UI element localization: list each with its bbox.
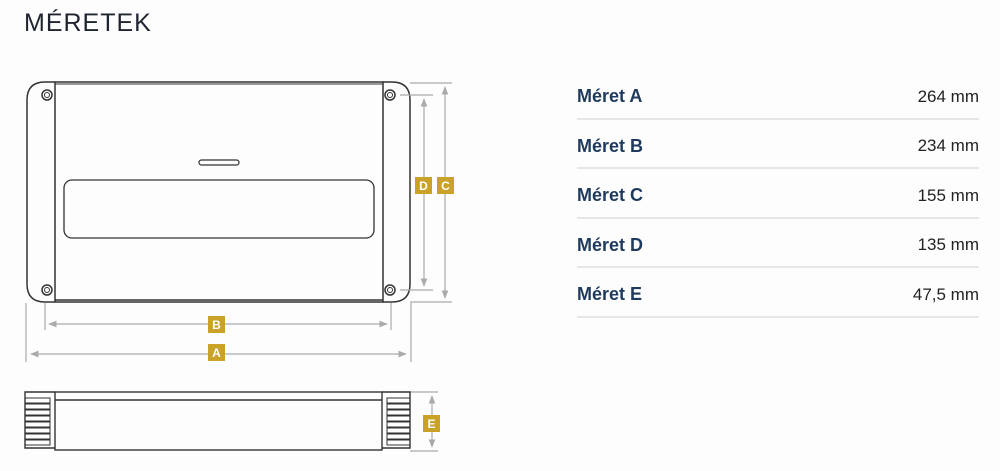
badge-a: A xyxy=(208,344,225,361)
dimension-label: Méret E xyxy=(577,284,643,305)
dimension-value: 234 mm xyxy=(917,136,979,156)
dimension-badges: D C B A E xyxy=(208,177,454,432)
table-row: Méret E 47,5 mm xyxy=(577,268,979,318)
screw-icon xyxy=(41,89,53,101)
dimension-label: Méret D xyxy=(577,234,644,255)
table-row: Méret B 234 mm xyxy=(577,120,979,169)
page-title: MÉRETEK xyxy=(24,9,152,37)
screw-icon xyxy=(41,284,53,296)
dimensions-table: Méret A 264 mm Méret B 234 mm Méret C 155 m… xyxy=(577,70,979,318)
svg-text:B: B xyxy=(212,318,221,332)
badge-b: B xyxy=(208,316,225,333)
slot xyxy=(198,159,240,166)
dimension-value: 47,5 mm xyxy=(912,284,979,304)
dimension-value: 135 mm xyxy=(917,235,979,255)
display-window xyxy=(63,179,375,239)
badge-c: C xyxy=(437,177,454,194)
side-view xyxy=(24,391,411,451)
screw-icon xyxy=(384,284,396,296)
screw-icon xyxy=(384,89,396,101)
table-row: Méret C 155 mm xyxy=(577,169,979,219)
dimension-label: Méret B xyxy=(577,135,644,156)
svg-text:D: D xyxy=(419,179,428,193)
dimension-label: Méret C xyxy=(577,185,644,206)
svg-text:C: C xyxy=(441,179,450,193)
top-view xyxy=(26,81,411,303)
dimension-value: 264 mm xyxy=(917,86,979,106)
svg-text:A: A xyxy=(212,346,221,360)
table-row: Méret D 135 mm xyxy=(577,219,979,268)
dimension-value: 155 mm xyxy=(917,185,979,205)
svg-text:E: E xyxy=(427,417,435,431)
badge-d: D xyxy=(415,177,432,194)
table-row: Méret A 264 mm xyxy=(577,70,979,120)
dimension-label: Méret A xyxy=(577,86,643,107)
badge-e: E xyxy=(423,415,440,432)
